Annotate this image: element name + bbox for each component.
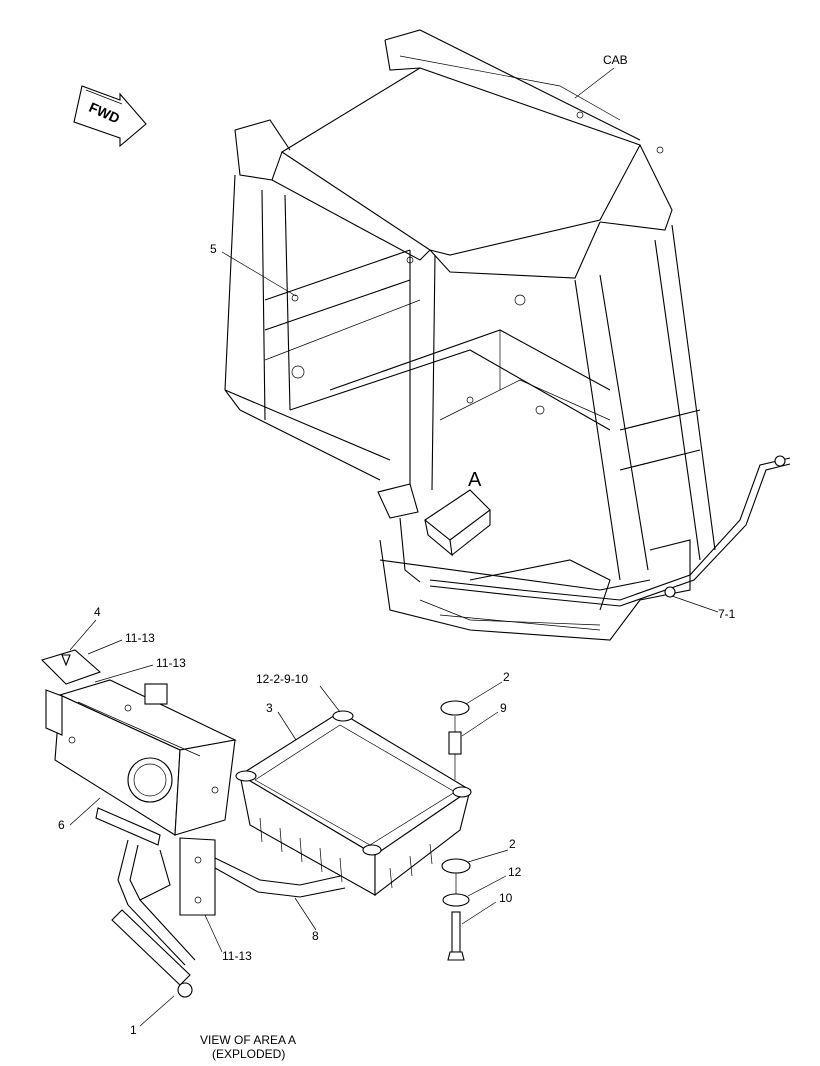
- label-item-2-top: 2: [503, 670, 510, 684]
- fwd-arrow-icon: FWD: [73, 85, 147, 148]
- label-item-11-13-mid: 11-13: [156, 656, 186, 670]
- label-item-8: 8: [312, 929, 319, 943]
- leader-item-11-13-mid: [94, 664, 154, 683]
- label-item-4: 4: [94, 605, 101, 619]
- exploded-view-area-a: [40, 649, 472, 998]
- leader-item-2-top: [465, 681, 503, 705]
- label-item-5: 5: [210, 242, 217, 256]
- cab-assembly: [224, 29, 791, 641]
- label-item-3: 3: [266, 701, 273, 715]
- label-item-10: 10: [499, 891, 513, 905]
- label-item-1: 1: [130, 1023, 137, 1037]
- leader-item-11-13-top: [87, 639, 123, 655]
- leader-item-1: [139, 995, 175, 1027]
- view-caption-line2: (EXPLODED): [212, 1047, 285, 1061]
- label-item-9: 9: [500, 701, 507, 715]
- label-item-11-13-bottom: 11-13: [222, 949, 252, 963]
- leader-item-8: [294, 897, 317, 931]
- label-cab: CAB: [603, 53, 628, 67]
- leader-item-2-bottom: [467, 849, 509, 863]
- label-item-12: 12: [508, 865, 522, 879]
- leader-item-11-13-bottom: [204, 914, 223, 953]
- leader-item-6: [69, 797, 101, 826]
- leader-item-12-2-9-10: [319, 685, 341, 713]
- leader-item-3: [277, 711, 297, 741]
- label-item-12-2-9-10: 12-2-9-10: [256, 672, 308, 686]
- leader-item-12: [467, 875, 507, 897]
- label-item-2-bottom: 2: [509, 837, 516, 851]
- label-item-6: 6: [58, 818, 65, 832]
- label-item-11-13-top: 11-13: [125, 631, 155, 645]
- leader-item-9: [461, 711, 499, 737]
- leader-item-7-1: [671, 595, 719, 613]
- leader-item-5: [221, 251, 297, 297]
- label-area-a: A: [468, 469, 482, 491]
- leader-item-10: [461, 901, 497, 925]
- view-caption-line1: VIEW OF AREA A: [200, 1033, 296, 1047]
- leader-item-4: [69, 619, 97, 651]
- leader-cab: [574, 67, 615, 99]
- label-item-7-1: 7-1: [718, 607, 736, 621]
